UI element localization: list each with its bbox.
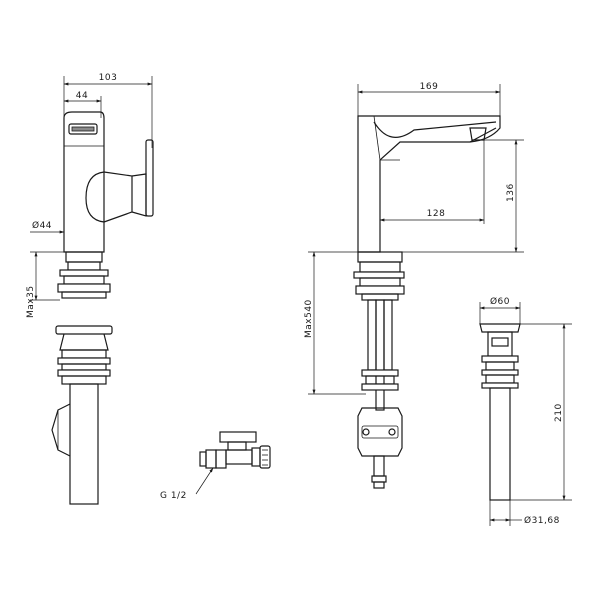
popup-waste: Ø60 210 Ø31,68 xyxy=(479,296,572,526)
dim-waste-dia-bottom: Ø31,68 xyxy=(524,515,560,526)
dim-side-max: Max35 xyxy=(26,285,36,318)
dim-valve-thread: G 1/2 xyxy=(160,491,187,501)
dim-side-inner: 44 xyxy=(76,91,88,101)
dim-waste-height: 210 xyxy=(554,403,564,422)
dim-side-dia: Ø44 xyxy=(32,220,52,231)
front-view: 169 136 128 Max54 xyxy=(304,82,524,489)
dim-front-height: 136 xyxy=(506,183,516,202)
dim-side-width: 103 xyxy=(99,73,118,83)
dim-front-width: 169 xyxy=(420,82,439,92)
angle-valve: G 1/2 xyxy=(160,431,271,501)
dim-waste-dia-top: Ø60 xyxy=(490,296,510,307)
dim-front-max: Max540 xyxy=(304,299,314,338)
side-view: 103 44 Ø44 Max35 xyxy=(26,73,154,505)
dim-front-reach: 128 xyxy=(427,209,446,219)
